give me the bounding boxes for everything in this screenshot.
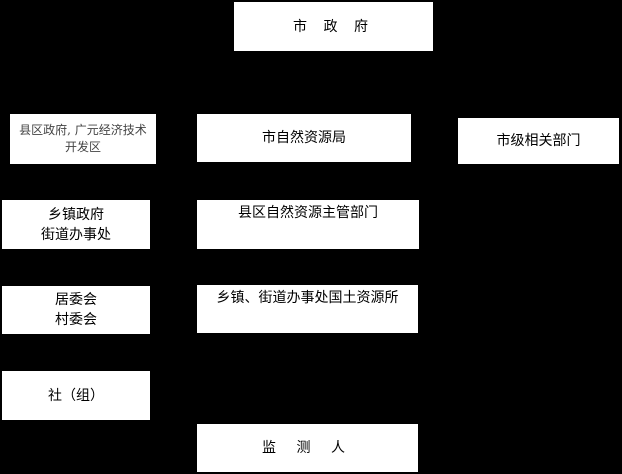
node-label: 社（组） xyxy=(48,387,104,404)
node-label: 居委会 村委会 xyxy=(55,290,97,330)
node-label: 县区政府, 广元经济技术开发区 xyxy=(19,123,147,154)
node-label: 市级相关部门 xyxy=(496,133,581,149)
node-label-line: 乡镇政府 xyxy=(48,206,104,223)
node-county-natural-resources-department: 县区自然资源主管部门 xyxy=(197,200,419,249)
node-town-government: 乡镇政府 街道办事处 xyxy=(2,200,150,249)
node-land-resources-office: 乡镇、街道办事处国土资源所 xyxy=(197,285,418,333)
node-label-line: 居委会 xyxy=(55,292,97,308)
node-label: 县区自然资源主管部门 xyxy=(238,205,378,221)
node-label: 市自然资源局 xyxy=(262,130,346,146)
node-label: 乡镇政府 街道办事处 xyxy=(41,205,111,245)
node-label: 监 测 人 xyxy=(262,440,353,456)
node-label: 市 政 府 xyxy=(293,18,374,35)
node-community-group: 社（组） xyxy=(2,371,150,420)
node-city-government: 市 政 府 xyxy=(234,2,433,51)
node-city-departments: 市级相关部门 xyxy=(458,118,619,164)
node-label: 乡镇、街道办事处国土资源所 xyxy=(216,290,399,306)
node-label-line: 村委会 xyxy=(55,312,97,328)
node-residents-village-committee: 居委会 村委会 xyxy=(2,286,150,334)
node-monitor-person: 监 测 人 xyxy=(197,424,418,472)
node-natural-resources-bureau: 市自然资源局 xyxy=(197,114,411,162)
node-label-line: 街道办事处 xyxy=(41,226,111,243)
node-county-government: 县区政府, 广元经济技术开发区 xyxy=(10,114,156,164)
